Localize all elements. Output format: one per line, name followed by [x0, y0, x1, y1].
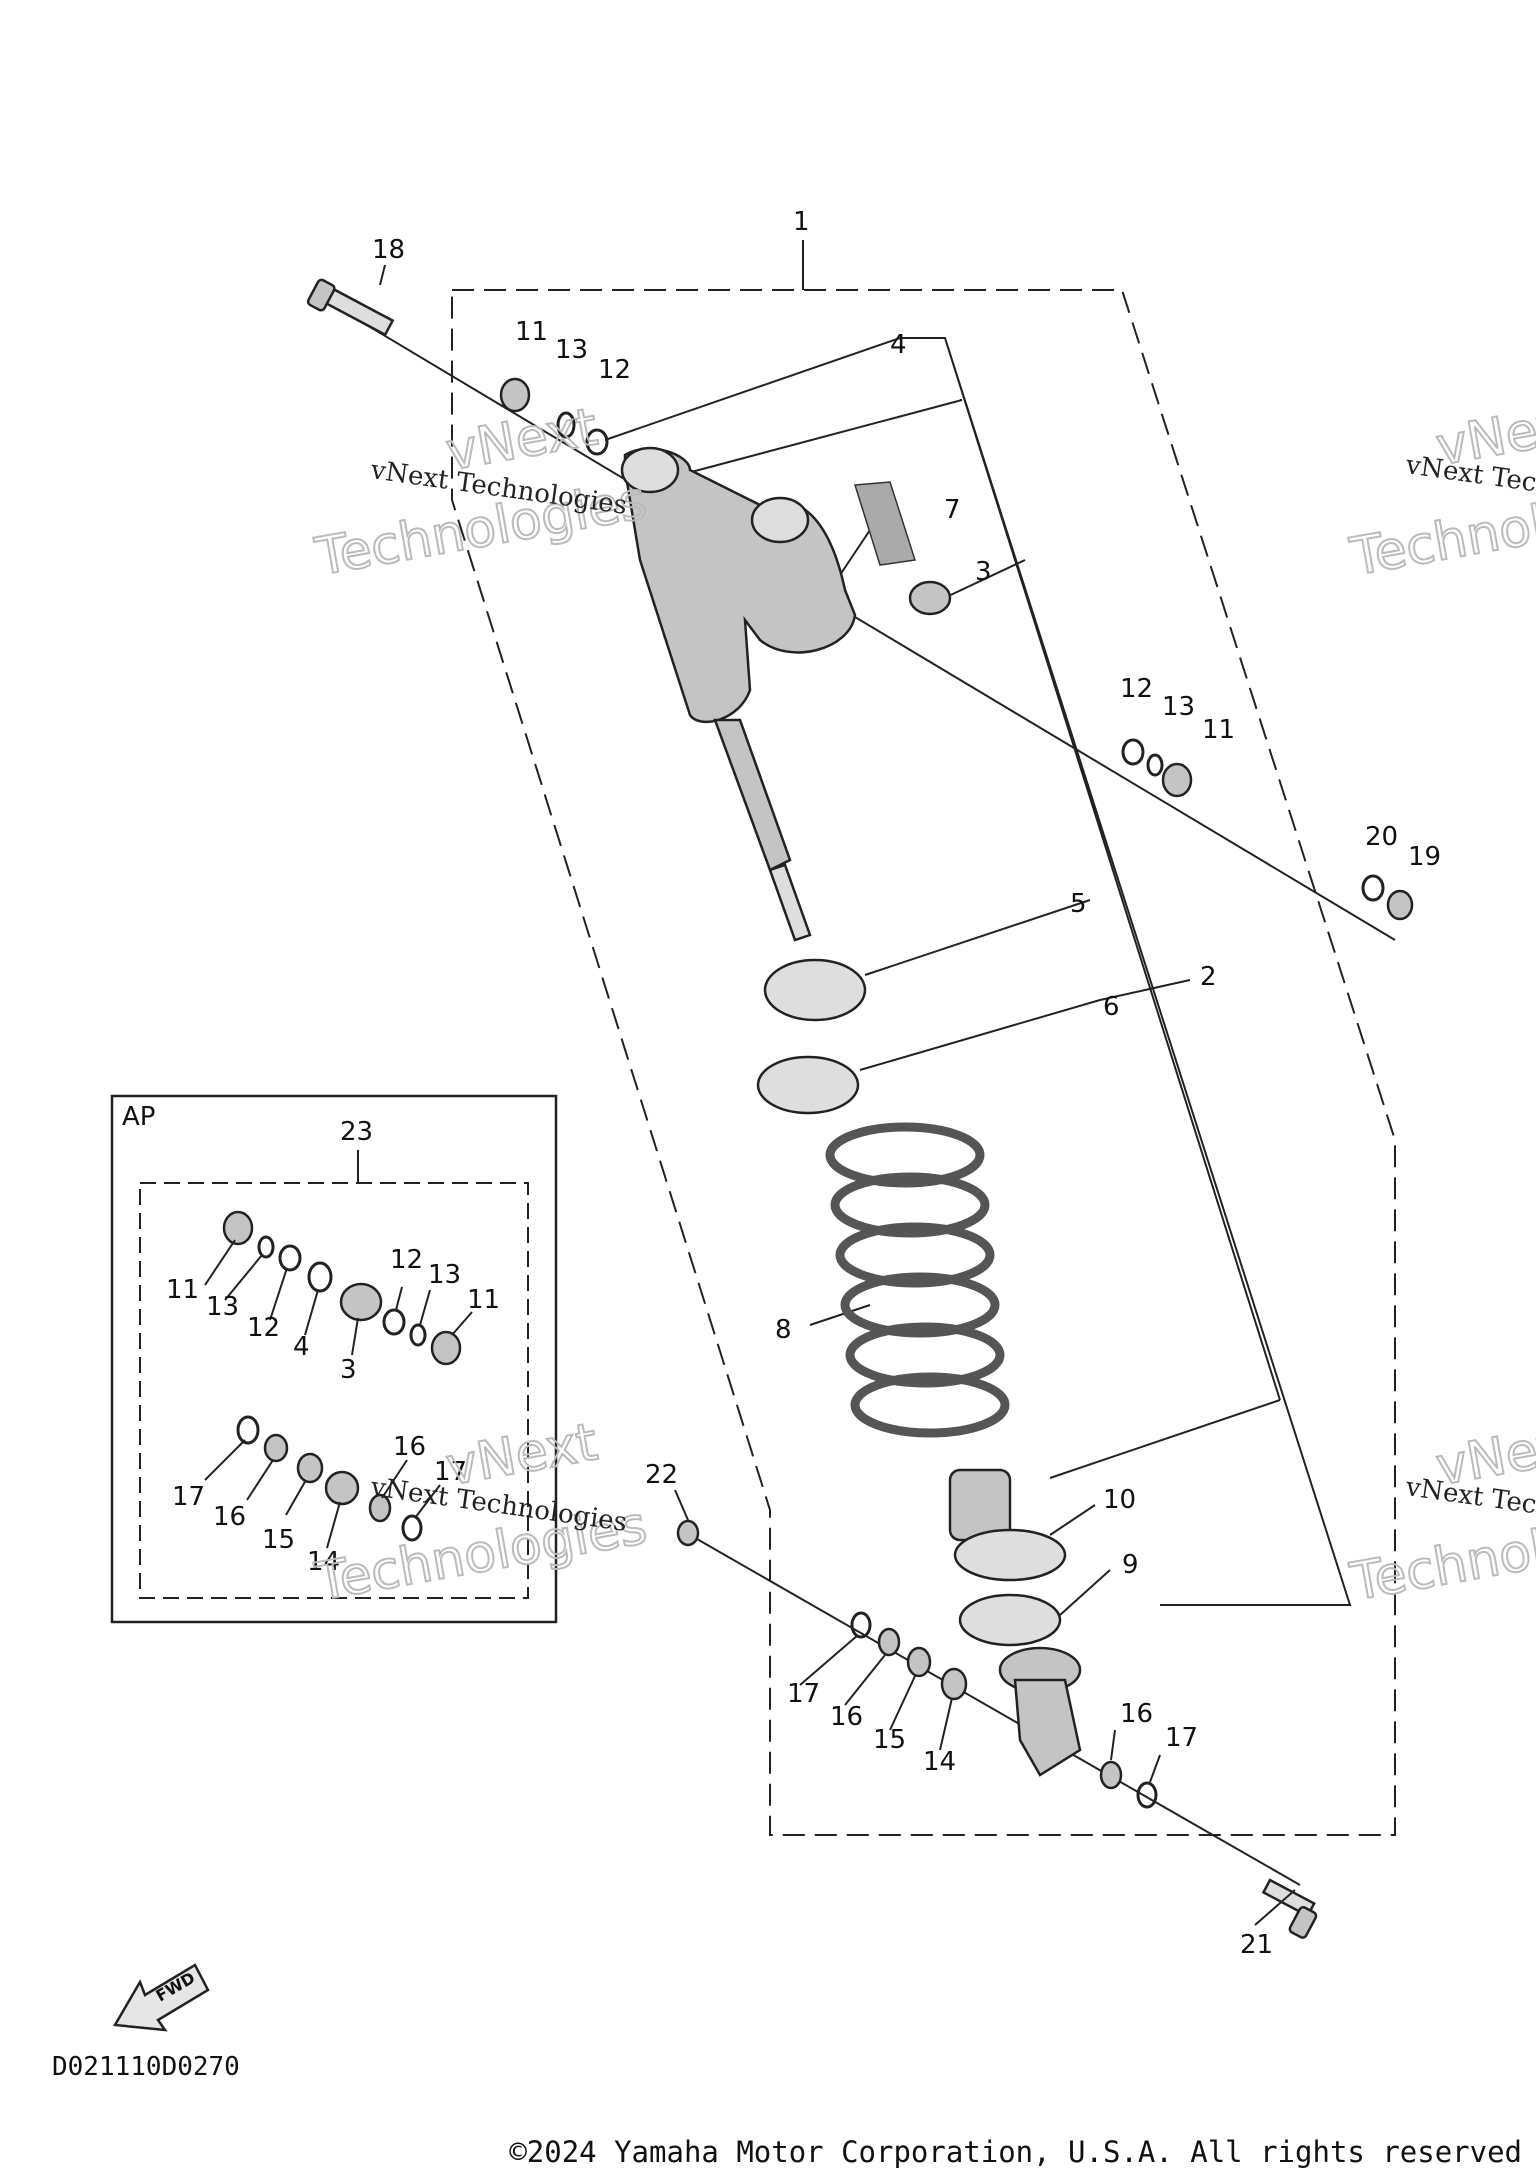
callout-22: 22 [645, 1460, 678, 1490]
callout-23: 23 [340, 1117, 373, 1147]
callout-12-right: 12 [1120, 674, 1153, 704]
leader-lower-small [799, 1634, 1161, 1783]
watermark-top-left: vNext Technologies vNext Technologies [310, 396, 652, 589]
leader-9 [1059, 1569, 1111, 1616]
callout-16-right: 16 [1120, 1699, 1153, 1729]
watermark-bottom-left: vNext Technologies vNext Technologies [310, 1411, 652, 1614]
leader-10 [1049, 1504, 1096, 1536]
callout-10: 10 [1103, 1485, 1136, 1515]
leader-6 [859, 979, 1191, 1071]
copyright-notice: ©2024 Yamaha Motor Corporation, U.S.A. A… [509, 2135, 1522, 2169]
ap-callout-15: 15 [262, 1525, 295, 1555]
callout-16: 16 [830, 1702, 863, 1732]
callout-15: 15 [873, 1725, 906, 1755]
adjuster-ring-6 [756, 1055, 860, 1115]
callout-17: 17 [787, 1679, 820, 1709]
assembly-bracket-lines [901, 337, 1352, 1606]
callout-9: 9 [1122, 1550, 1139, 1580]
ap-callout-11-right: 11 [467, 1285, 500, 1315]
forward-arrow-icon: FWD [112, 1963, 210, 2032]
ap-callout-17: 17 [172, 1482, 205, 1512]
washer-20 [1361, 874, 1385, 902]
ap-callout-12: 12 [247, 1313, 280, 1343]
callout-5: 5 [1070, 889, 1087, 919]
washer-12-right [1121, 738, 1145, 766]
upper-bolt-axis [324, 299, 1396, 941]
spring-guide-10 [953, 1528, 1067, 1582]
seal-16-lower [877, 1627, 901, 1657]
leader-8 [809, 1304, 871, 1326]
adjuster-ring-5 [763, 958, 867, 1022]
leader-7 [839, 529, 871, 576]
leader-3 [939, 559, 1026, 601]
leader-5 [864, 899, 1091, 976]
shock-absorber-body [620, 446, 857, 942]
leader-22 [674, 1489, 689, 1521]
callout-7: 7 [944, 495, 961, 525]
ring-13-top [556, 411, 576, 439]
callout-20: 20 [1365, 822, 1398, 852]
watermark-bottom-right: vNext Technologies vNext Technologies [1345, 1411, 1536, 1614]
ring-17-lower [850, 1611, 872, 1639]
bushing-3 [908, 580, 952, 616]
ap-callout-12-right: 12 [390, 1245, 423, 1275]
ap-callout-14: 14 [307, 1547, 340, 1577]
seal-16-right [1099, 1760, 1123, 1790]
callout-2: 2 [1200, 962, 1217, 992]
diagram-code: D021110D0270 [52, 2052, 240, 2082]
callout-1: 1 [793, 207, 810, 237]
leader-21 [1254, 1889, 1296, 1926]
callout-4: 4 [890, 330, 907, 360]
ap-callout-4: 4 [293, 1332, 310, 1362]
nut-22 [676, 1519, 700, 1547]
leader-4b [679, 399, 963, 476]
collar-15 [906, 1646, 932, 1678]
callout-13-right: 13 [1162, 692, 1195, 722]
callout-21: 21 [1240, 1930, 1273, 1960]
spring-seat-9 [958, 1593, 1062, 1647]
callout-6: 6 [1103, 992, 1120, 1022]
washer-12-top [585, 428, 609, 456]
ap-callout-13-right: 13 [428, 1260, 461, 1290]
callout-17-right: 17 [1165, 1723, 1198, 1753]
spring-8 [825, 1122, 1010, 1438]
callout-18: 18 [372, 235, 405, 265]
leader-4 [604, 337, 901, 441]
leader-spring-bracket [1049, 1399, 1281, 1479]
ap-callout-11: 11 [166, 1275, 199, 1305]
lower-bolt-axis [689, 1534, 1301, 1886]
nut-11-right [1161, 762, 1193, 798]
callout-11-right: 11 [1202, 715, 1235, 745]
leader-18 [379, 264, 386, 286]
nut-11-top [499, 377, 531, 413]
ring-13-right [1146, 753, 1164, 777]
assembly-1-boundary [451, 289, 1396, 1836]
ap-callout-3: 3 [340, 1355, 357, 1385]
ap-callout-16-right: 16 [393, 1432, 426, 1462]
watermark-top-right: vNext Technologies vNext Technologies [1345, 391, 1536, 589]
ap-callout-17-right: 17 [434, 1457, 467, 1487]
callout-19: 19 [1408, 842, 1441, 872]
callout-13: 13 [555, 335, 588, 365]
ring-17-right [1136, 1781, 1158, 1809]
bearing-14 [940, 1667, 968, 1701]
callout-11: 11 [515, 317, 548, 347]
label-sticker-7 [854, 481, 916, 566]
nut-19 [1386, 889, 1414, 921]
bolt-18 [306, 278, 395, 337]
callout-12: 12 [598, 355, 631, 385]
callout-8: 8 [775, 1315, 792, 1345]
ap-callout-13: 13 [206, 1292, 239, 1322]
callout-3: 3 [975, 557, 992, 587]
ap-callout-16: 16 [213, 1502, 246, 1532]
lower-mount-eye [998, 1646, 1082, 1777]
ap-panel-title: AP [122, 1102, 155, 1132]
callout-14: 14 [923, 1747, 956, 1777]
ap-panel: AP 23 11 13 12 4 3 12 13 11 17 16 15 14 … [110, 1094, 558, 1624]
